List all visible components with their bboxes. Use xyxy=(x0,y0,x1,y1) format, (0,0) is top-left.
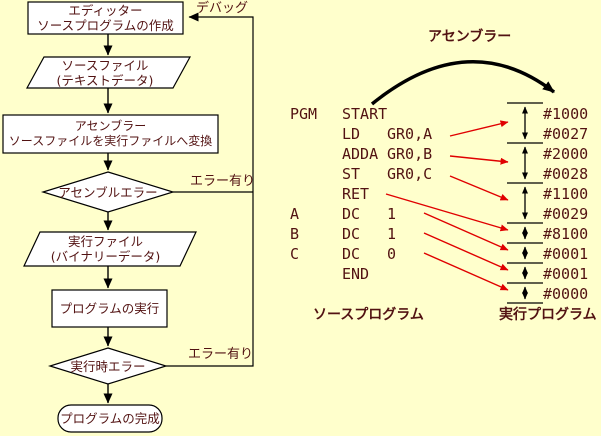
error-label-1: エラー有り xyxy=(190,174,256,189)
mapping-arrow-ret xyxy=(385,193,509,232)
code-label: B xyxy=(290,225,300,243)
memory-ticks xyxy=(507,102,543,304)
code-op: LD xyxy=(342,125,361,143)
mapping-arrow-st xyxy=(449,175,509,201)
mapping-arrow-dc-a xyxy=(423,212,509,251)
code-row: END xyxy=(290,264,555,284)
node-line: ソースファイルを実行ファイルへ変換 xyxy=(8,134,213,148)
node-label-program-run: プログラムの実行 xyxy=(52,291,167,326)
code-row: ADDA GR0,B xyxy=(290,144,555,164)
node-line: エディッター xyxy=(68,3,143,18)
memory-value: #8100 xyxy=(543,225,589,243)
node-line: (バイナリーデータ) xyxy=(50,249,161,264)
node-line: 実行ファイル xyxy=(67,234,143,249)
memory-value: #0027 xyxy=(543,125,589,143)
mapping-arrow-ld xyxy=(449,120,509,137)
io-parallelogram-source-file xyxy=(25,56,192,89)
node-line: プログラムの完成 xyxy=(60,411,160,426)
node-line: ソースファイル xyxy=(61,58,149,73)
code-label xyxy=(290,124,342,144)
source-program-label: ソースプログラム xyxy=(313,307,424,323)
code-label xyxy=(290,184,342,204)
io-parallelogram-exec-file xyxy=(23,231,197,267)
process-rect-program-run xyxy=(51,289,168,328)
node-line: アセンブラー xyxy=(74,119,147,133)
memory-value: #2000 xyxy=(543,145,589,163)
memory-value: #0000 xyxy=(543,285,589,303)
memory-value: #0001 xyxy=(543,245,589,263)
node-line: (テキストデータ) xyxy=(56,73,154,88)
code-op: START xyxy=(342,105,388,123)
node-line: ソースプログラムの作成 xyxy=(37,18,174,33)
node-label-runtime-error: 実行時エラー xyxy=(50,359,166,374)
code-label xyxy=(290,164,342,184)
node-label-assembler: アセンブラー ソースファイルを実行ファイルへ変換 xyxy=(3,119,218,149)
node-label-assemble-error: アセンブルエラー xyxy=(43,185,173,200)
code-op: DC xyxy=(342,225,361,243)
mapping-arrow-adda xyxy=(449,155,509,165)
code-label xyxy=(290,144,342,164)
code-op: ST xyxy=(342,165,361,183)
code-row: RET xyxy=(290,184,555,204)
code-row: C DC 0 xyxy=(290,244,555,264)
code-label: C xyxy=(290,245,300,263)
feedback-loop-line xyxy=(166,12,254,367)
memory-value: #0028 xyxy=(543,165,589,183)
code-operand: 1 xyxy=(387,225,397,243)
code-label xyxy=(290,264,342,284)
code-op: ADDA xyxy=(342,145,379,163)
code-operand: 0 xyxy=(387,245,397,263)
code-operand: GR0,B xyxy=(387,145,433,163)
assembler-curve-arrow xyxy=(370,60,556,106)
code-op: END xyxy=(342,265,370,283)
code-operand xyxy=(387,104,555,124)
executable-program-label: 実行プログラム xyxy=(499,307,597,323)
memory-value: #1000 xyxy=(543,105,589,123)
mapping-arrows xyxy=(385,120,509,291)
error-label-2: エラー有り xyxy=(188,347,254,362)
debug-label: デバッグ xyxy=(196,1,249,16)
node-line: 実行時エラー xyxy=(70,359,146,374)
code-row: A DC 1 xyxy=(290,204,555,224)
code-operand: GR0,C xyxy=(387,165,433,183)
code-row: PGM START xyxy=(290,104,555,124)
code-label: PGM xyxy=(290,105,318,123)
node-label-source-file: ソースファイル (テキストデータ) xyxy=(30,58,180,88)
code-operand: GR0,A xyxy=(387,125,433,143)
code-row: LD GR0,A xyxy=(290,124,555,144)
code-operand xyxy=(387,184,555,204)
process-rect-editor xyxy=(27,1,184,35)
node-line: アセンブルエラー xyxy=(58,185,158,200)
node-label-editor: エディッター ソースプログラムの作成 xyxy=(28,3,183,33)
code-operand xyxy=(387,264,555,284)
node-label-exec-file: 実行ファイル (バイナリーデータ) xyxy=(28,234,183,264)
code-op: DC xyxy=(342,205,361,223)
memory-value: #0029 xyxy=(543,205,589,223)
code-op: RET xyxy=(342,185,370,203)
code-op: DC xyxy=(342,245,361,263)
process-rect-assembler xyxy=(2,114,219,154)
code-label: A xyxy=(290,205,300,223)
code-operand: 1 xyxy=(387,205,397,223)
terminator-shape-complete xyxy=(57,404,163,433)
assembler-title: アセンブラー xyxy=(428,29,512,45)
node-line: プログラムの実行 xyxy=(59,301,160,316)
mapping-arrow-dc-c xyxy=(423,252,509,291)
code-row: B DC 1 xyxy=(290,224,555,244)
node-label-program-complete: プログラムの完成 xyxy=(58,406,162,432)
memory-value: #0001 xyxy=(543,265,589,283)
code-row: ST GR0,C xyxy=(290,164,555,184)
memory-value: #1100 xyxy=(543,185,589,203)
mapping-arrow-dc-b xyxy=(423,232,509,271)
